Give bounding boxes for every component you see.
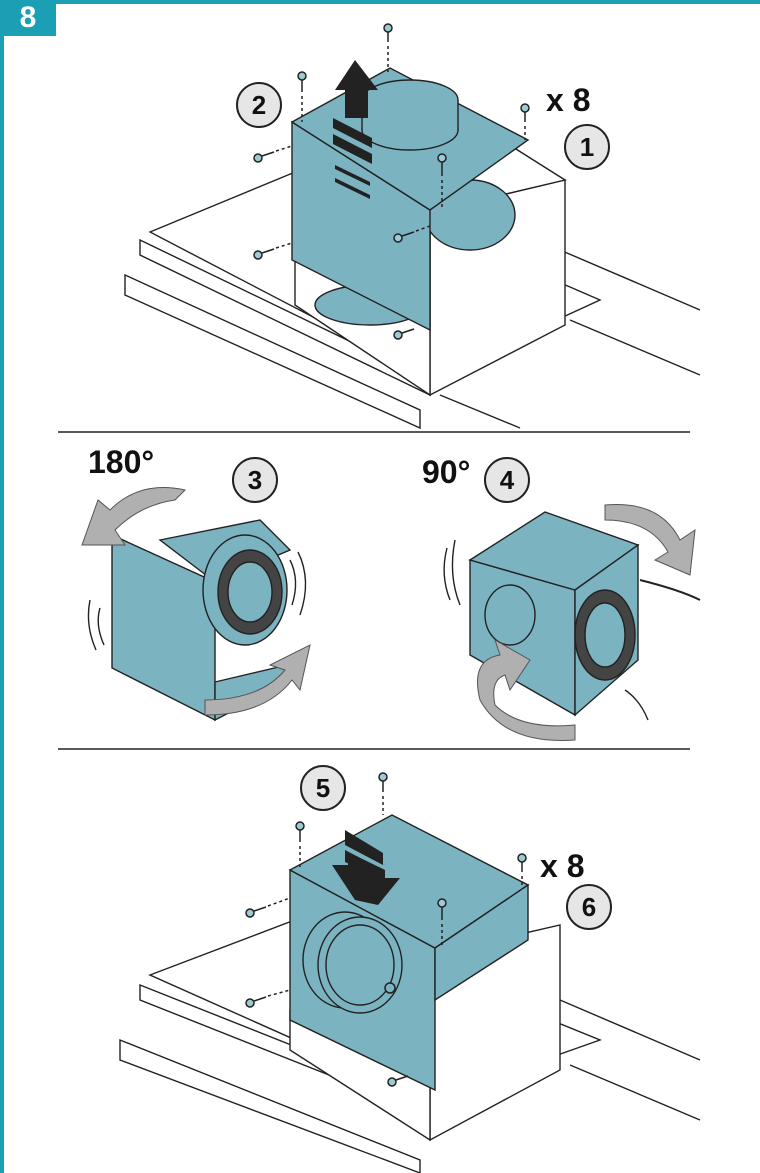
fan-unit-90 — [468, 511, 701, 717]
rotation-label-90: 90° — [422, 454, 471, 490]
callout-6: 6 — [566, 884, 612, 930]
screw-count-bottom: x 8 — [540, 848, 585, 884]
callout-4: 4 — [484, 457, 530, 503]
rotation-label-180: 180° — [88, 444, 155, 480]
step-number-badge: 8 — [0, 0, 56, 36]
lift-arrow — [335, 60, 378, 118]
vibration-lines-3 — [87, 551, 307, 651]
callout-2: 2 — [236, 82, 282, 128]
callout-5: 5 — [300, 765, 346, 811]
vibration-lines-4 — [443, 539, 649, 721]
bottom-blue-panel — [288, 814, 530, 1092]
bottom-screws — [245, 772, 527, 1087]
rotate-arrows-180 — [81, 487, 311, 716]
lower-arrow — [332, 830, 400, 905]
rotate-arrows-90 — [477, 503, 696, 741]
screw-count-top: x 8 — [546, 82, 591, 118]
top-screws — [253, 23, 530, 340]
callout-3: 3 — [232, 457, 278, 503]
callout-1: 1 — [564, 124, 610, 170]
